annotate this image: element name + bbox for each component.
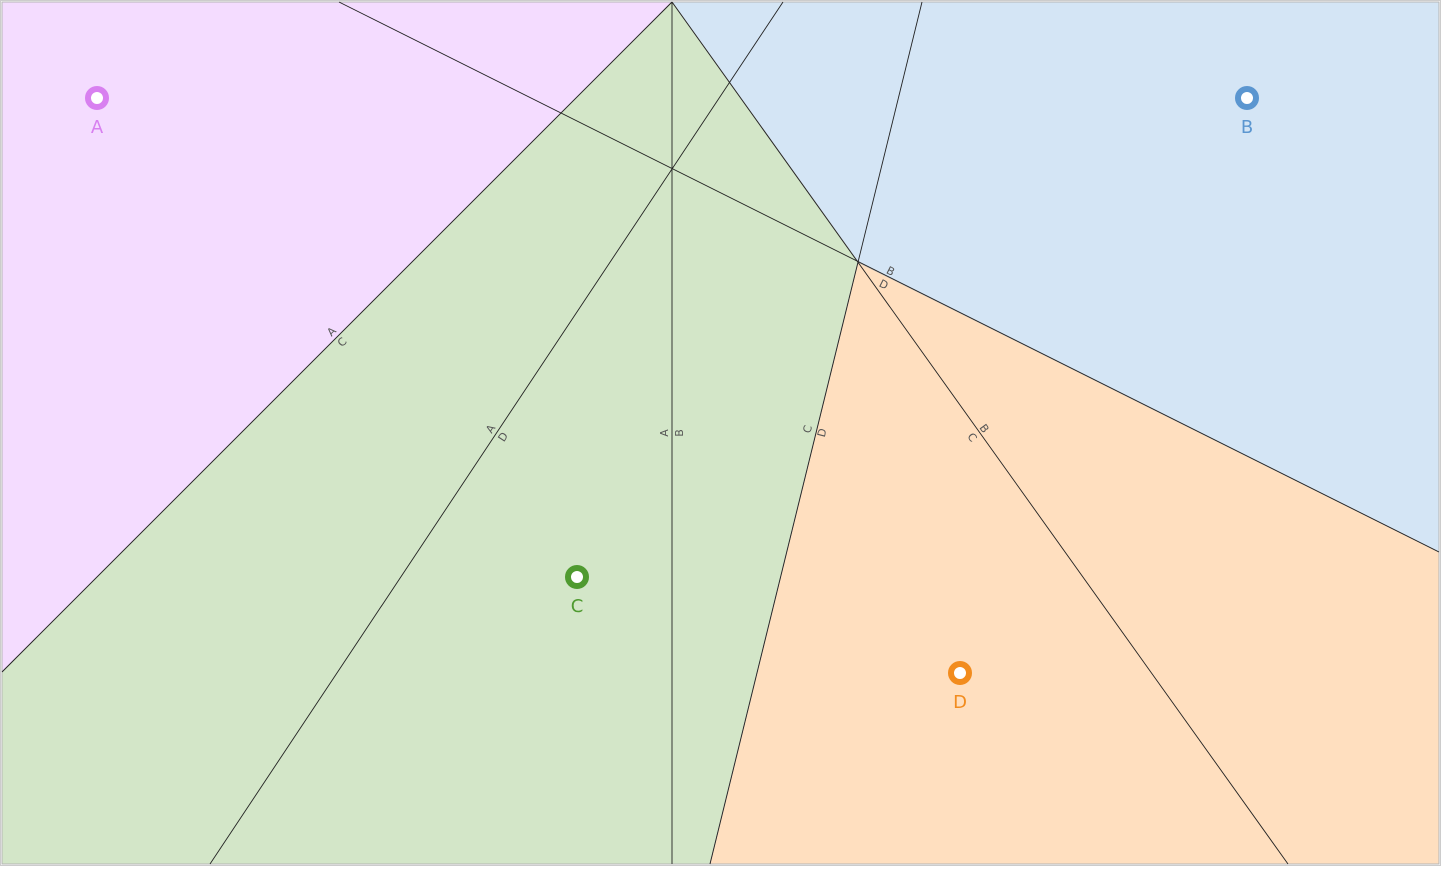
site-marker-a[interactable]: [85, 86, 109, 110]
site-label-b: B: [1241, 117, 1253, 138]
bisector-bc: [671, 1, 1289, 865]
bisector-label-ab-second: B: [673, 429, 686, 437]
site-c[interactable]: C: [565, 565, 589, 617]
site-marker-b[interactable]: [1235, 86, 1259, 110]
bisector-label-cd-second: D: [815, 427, 830, 438]
site-label-c: C: [571, 596, 584, 617]
site-label-d: D: [953, 692, 967, 713]
site-a[interactable]: A: [85, 86, 109, 138]
site-marker-d[interactable]: [948, 661, 972, 685]
bisector-ac: [1, 1, 673, 673]
bisector-label-cd-first: C: [800, 424, 815, 435]
site-marker-c[interactable]: [565, 565, 589, 589]
bisector-bd: [338, 1, 1440, 553]
bisector-cd: [709, 1, 923, 865]
bisector-ad: [209, 1, 784, 865]
site-b[interactable]: B: [1235, 86, 1259, 138]
site-label-a: A: [91, 117, 104, 138]
bisector-label-ab-first: A: [658, 429, 671, 437]
site-d[interactable]: D: [948, 661, 972, 713]
